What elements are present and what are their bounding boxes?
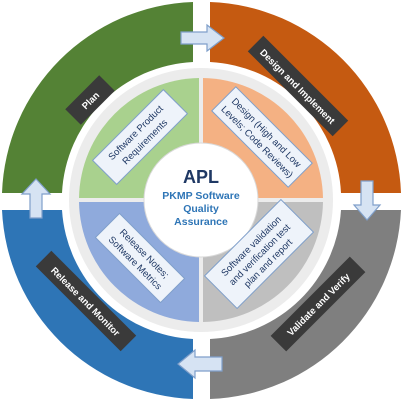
hub-title: APL [183,167,219,187]
center-hub [143,142,259,258]
plan-label: Plan [65,75,115,125]
arrow-up-icon [20,178,52,219]
arrow-left-icon [177,348,223,380]
hub-line-2: Quality [183,203,219,215]
hub-line-1: PKMP Software [162,190,240,202]
hub-line-3: Assurance [174,216,228,228]
arrow-right-icon [180,23,225,53]
arrow-down-icon [352,180,382,221]
